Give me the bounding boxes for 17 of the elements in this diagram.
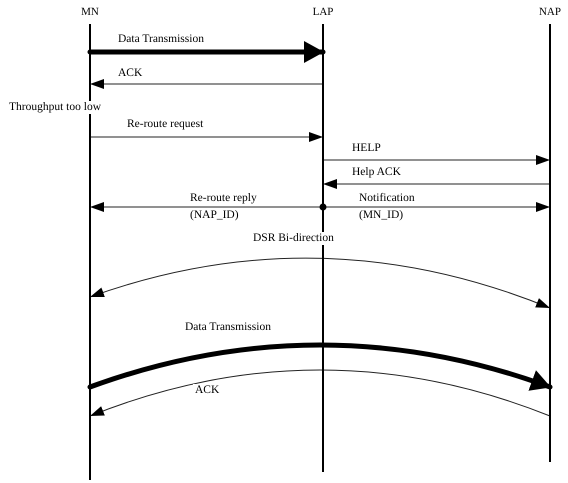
edge-label: Help ACK [350, 166, 403, 179]
edge-label: DSR Bi-direction [251, 232, 336, 245]
thick-arrow [88, 342, 552, 392]
message-arrow [90, 370, 550, 416]
participant-label: MN [80, 6, 100, 19]
message-arrow [90, 132, 324, 142]
message-arrow [90, 258, 550, 308]
edge-label: Notification (MN_ID) [358, 191, 416, 223]
edge-label: Re-route request [125, 118, 206, 131]
edge-label: Re-route reply (NAP_ID) [189, 191, 258, 223]
message-arrow [90, 79, 324, 89]
annotation-text: Throughput too low [8, 101, 102, 114]
participant-label: NAP [538, 6, 562, 19]
thick-arrow [88, 41, 326, 63]
participant-label: LAP [312, 6, 334, 19]
message-arrow [322, 179, 550, 189]
message-arrow [322, 155, 550, 165]
